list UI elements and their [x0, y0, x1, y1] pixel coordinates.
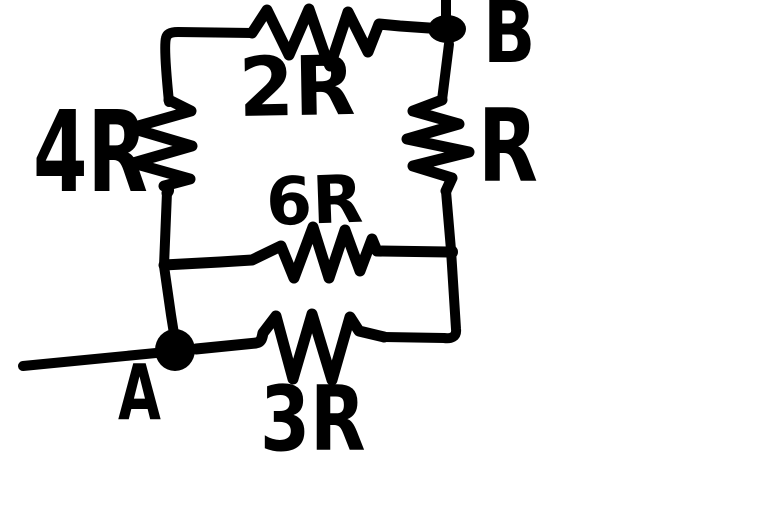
label-resistor-2r: 2R	[237, 38, 357, 136]
label-node-b: B	[483, 0, 536, 83]
wire-b-to-r	[437, 39, 454, 105]
terminal-lead-a	[18, 348, 161, 371]
node-a-dot	[155, 329, 195, 371]
wire-right-side	[379, 186, 462, 344]
label-resistor-4r: 4R	[33, 88, 148, 218]
wire-top-left-corner	[160, 27, 257, 107]
resistor-6r-zigzag	[158, 221, 454, 284]
resistor-2r-zigzag	[246, 3, 435, 72]
wire-left-side	[159, 187, 180, 345]
resistor-3r-zigzag	[190, 308, 390, 386]
node-b-dot	[428, 15, 466, 43]
resistor-r-zigzag	[401, 94, 475, 197]
label-resistor-6r: 6R	[264, 160, 365, 241]
label-node-a: A	[118, 349, 161, 438]
label-resistor-3r: 3R	[260, 367, 366, 472]
label-resistor-r: R	[478, 87, 538, 205]
